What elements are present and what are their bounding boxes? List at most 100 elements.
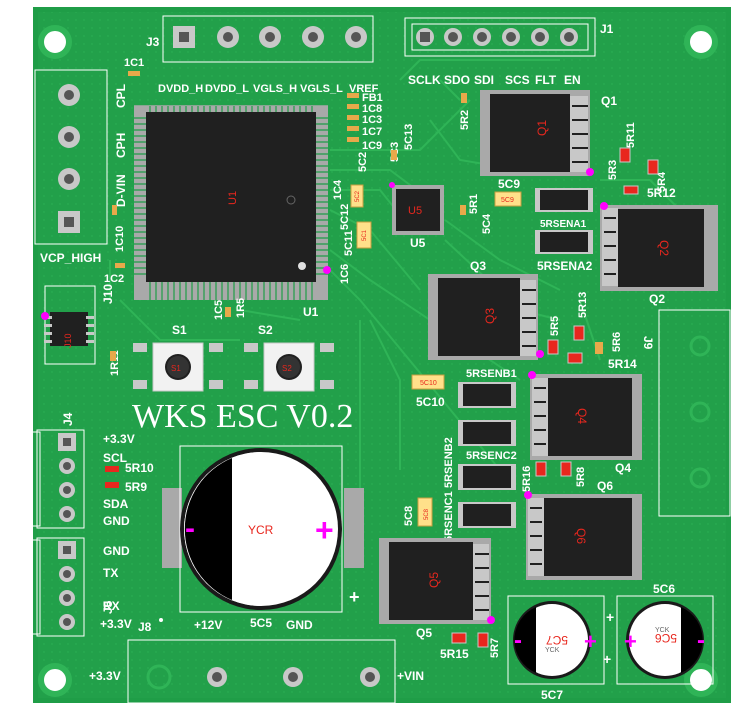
J10-label: J10 [101,284,115,304]
J4-pin-label-2: SDA [103,497,129,511]
Q6-body-label: Q6 [574,528,588,544]
J1-pin-label-4: FLT [535,73,557,87]
5RSENB1-label: 5RSENB1 [466,368,517,380]
svg-text:S2: S2 [282,364,292,373]
J3-pin-label-2: VGLS_H [253,83,297,95]
5R6-label: 5R6 [611,332,623,352]
5C5-capacitor [162,445,364,613]
5C11-label: 5C11 [343,230,355,256]
J9-pin [689,467,711,489]
Q5-body-label: Q5 [427,572,441,588]
5C13-label: 5C13 [403,124,415,150]
5C7-minus: - [514,627,522,654]
5C10-label: 5C10 [416,395,445,409]
5R9-label: 5R9 [125,480,147,494]
1C2-label: 1C2 [104,273,124,285]
5R11-label: 5R11 [625,122,637,148]
J1-label: J1 [600,22,614,36]
5RSENC2-label: 5RSENC2 [466,450,517,462]
Q4-label: Q4 [615,461,631,475]
J3-pin-label-0: DVDD_H [158,83,203,95]
5R14-label: 5R14 [608,357,637,371]
J4-pin-label-0: +3.3V [103,432,135,446]
J8-pin-label-1: +VIN [397,669,424,683]
svg-text:5C2: 5C2 [355,190,361,202]
J8-connector-outline [127,639,396,704]
U5-chip [392,185,444,235]
Q1-mosfet [480,90,590,176]
mounting-hole [38,25,72,59]
S2-button[interactable] [244,342,334,392]
left-pin-label-CPH: CPH [114,133,128,158]
J4-pin-label-1: SCL [103,451,127,465]
1C8-label: 1C8 [362,103,382,115]
5C8-cap [417,497,433,527]
5RSENA2-label: 5RSENA2 [537,259,593,273]
5R5-label: 5R5 [549,316,561,336]
5R12-label: 5R12 [647,186,676,200]
1C10-label: 1C10 [114,226,126,252]
5C6-plus-silk: + [606,609,614,625]
5C6-label: 5C6 [653,582,675,596]
bottom-pin-label-12V: +12V [194,618,222,632]
Q6-mosfet [526,494,642,580]
5R3-label: 5R3 [607,160,619,180]
left-connector-outline [34,69,108,245]
bottom-pin-label-GND: GND [286,618,313,632]
1C7-label: 1C7 [362,126,382,138]
S1-button[interactable] [133,342,223,392]
J1-pin-label-2: SDI [474,73,494,87]
svg-text:5C10: 5C10 [420,380,437,387]
cap-stack [347,93,359,142]
5C10-cap [411,374,445,390]
5C6-body-label: 5C6 [655,631,677,645]
Q3-label: Q3 [470,259,486,273]
J1-pin-label-1: SDO [444,73,470,87]
5RSENA1-label: 5RSENA1 [540,219,587,230]
U1-chip [134,105,328,300]
Q1-body-label: Q1 [535,120,549,136]
1R5-label: 1R5 [235,298,247,318]
5C6-plus: + [624,629,637,654]
5C5-label: 5C5 [250,616,272,630]
mounting-hole [38,663,72,697]
5RSENC1-label: 5RSENC1 [443,491,455,542]
J3-label: J3 [146,35,160,49]
5C6-minus: - [697,627,705,654]
1C3-label: 1C3 [362,114,382,126]
5C7-plus-silk: + [603,651,611,667]
1C5-label: 1C5 [213,300,225,320]
J1-pin-label-0: SCLK [408,73,441,87]
J9-pin [689,335,711,357]
copper-traces [109,59,681,560]
Q6-label: Q6 [597,479,613,493]
svg-text:S1: S1 [171,364,181,373]
U5-pin1-marker [389,182,395,188]
5C2-cap [350,184,364,208]
Q2-label: Q2 [649,292,665,306]
svg-text:5C9: 5C9 [501,197,514,204]
5C1-cap [356,221,372,249]
J3-pin-label-4: VREF [349,83,379,95]
5RSENB2-label: 5RSENB2 [443,437,455,488]
5R10-label: 5R10 [125,461,154,475]
S1-label: S1 [172,323,187,337]
Q2-mosfet [600,205,718,291]
5R15-label: 5R15 [440,647,469,661]
1C10-pad [112,205,117,215]
left-pin-label-VCP-HIGH: VCP_HIGH [40,251,101,265]
5C2-label: 5C2 [357,152,369,172]
J5-pin-label-2: RX [103,599,120,613]
J10-chip [44,312,94,346]
J9-label: J9 [641,336,655,350]
mounting-hole [684,663,718,697]
5C8-label: 5C8 [403,506,415,526]
5C5-minus: - [185,512,195,545]
5C5-plus: + [315,512,334,548]
5R13-label: 5R13 [577,292,589,318]
J5-connector-outline [36,537,85,637]
Q2-body-label: Q2 [657,240,671,256]
svg-text:5C1: 5C1 [362,229,368,241]
5C9-label: 5C9 [498,177,520,191]
